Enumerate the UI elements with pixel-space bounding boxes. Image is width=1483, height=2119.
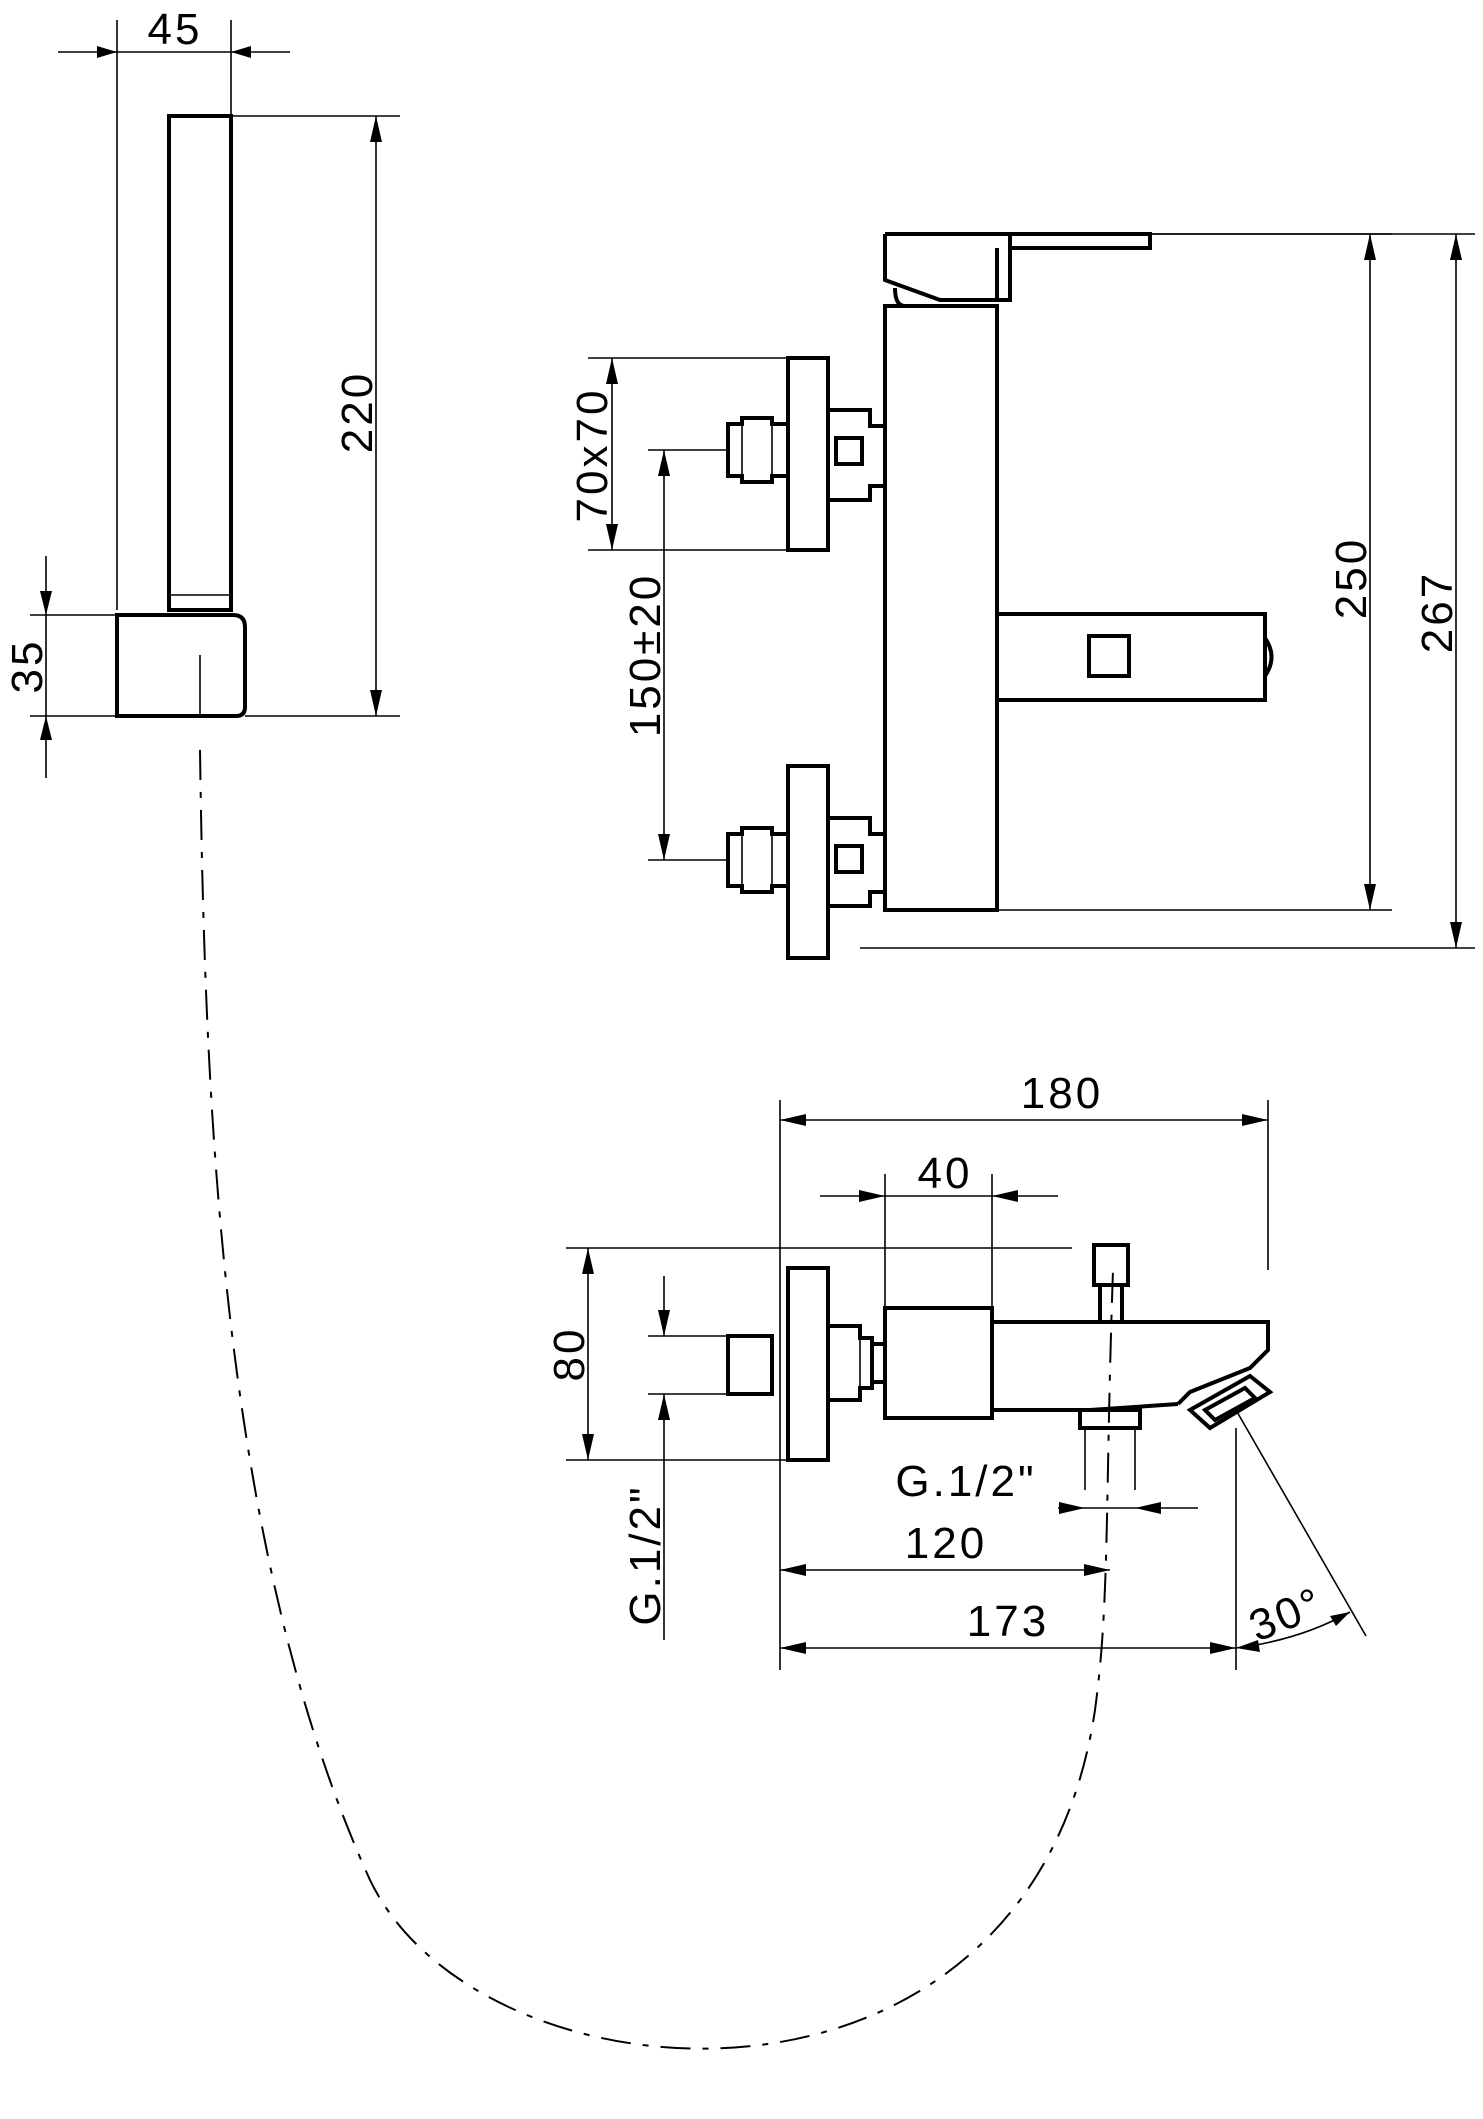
shower-hose: [199, 749, 1114, 2050]
side-spout-top: [992, 1320, 1270, 1406]
side-flange: [786, 1266, 830, 1462]
dim-front-height: 250: [997, 233, 1392, 911]
outlet-pipe: [1084, 1428, 1136, 1490]
side-body: [883, 1306, 994, 1420]
aerator-inner: [1201, 1385, 1259, 1423]
dim-front-total: 267: [860, 233, 1475, 949]
side-depth-label: 80: [545, 1327, 594, 1382]
dim-hs-width: 45: [58, 5, 290, 610]
dim-side-body: 40: [820, 1149, 1058, 1308]
hs-holder-label: 35: [3, 639, 52, 694]
front-view: [726, 232, 1274, 960]
lever-curve: [893, 287, 906, 308]
hand-shower-holder: [115, 613, 247, 718]
dim-flange: 70x70: [568, 357, 788, 551]
lever-base: [883, 234, 999, 302]
lower-flange: [786, 764, 830, 960]
angle-label: 30°: [1242, 1578, 1330, 1652]
diverter-stem: [1098, 1283, 1124, 1324]
dim-side-spout: 173 30°: [780, 1409, 1367, 1670]
dim-side-thread-inlet: G.1/2": [621, 1276, 728, 1640]
thread-inlet-label: G.1/2": [621, 1484, 670, 1625]
dim-spacing: 150±20: [621, 449, 728, 861]
diverter-square: [1087, 634, 1131, 678]
mixer-body: [883, 304, 999, 912]
front-total-label: 267: [1413, 571, 1462, 653]
aerator: [1186, 1373, 1274, 1431]
lever-top: [885, 232, 1152, 250]
side-body-label: 40: [918, 1149, 973, 1198]
dim-side-thread-outlet: G.1/2": [895, 1457, 1198, 1514]
upper-connector-square: [834, 436, 864, 466]
dim-side-depth: 80: [545, 1247, 1072, 1461]
outlet-nut: [1078, 1408, 1142, 1430]
side-inlet-nut: [726, 1334, 774, 1396]
spout-front: [995, 612, 1267, 702]
side-connector: [828, 1324, 874, 1402]
hand-shower-handle: [167, 114, 233, 612]
side-view: [726, 1243, 1274, 1490]
lower-inlet-nut: [726, 826, 790, 894]
spout-end: [1263, 636, 1274, 678]
spacing-label: 150±20: [621, 573, 670, 738]
hand-shower-view: [115, 114, 247, 718]
spout-label: 173: [967, 1597, 1049, 1646]
front-height-label: 250: [1327, 537, 1376, 619]
dim-side-outlet-pos: 120: [780, 1519, 1110, 1576]
upper-flange: [786, 356, 830, 552]
dim-side-length: 180: [779, 1069, 1269, 1670]
hs-height-label: 220: [333, 371, 382, 453]
outlet-pos-label: 120: [905, 1519, 987, 1568]
lever-edge: [997, 248, 1012, 302]
diverter-knob: [1092, 1243, 1130, 1287]
side-length-label: 180: [1021, 1069, 1103, 1118]
upper-inlet-nut: [726, 416, 790, 484]
dim-hs-height: 220: [231, 115, 400, 717]
thread-outlet-label: G.1/2": [895, 1457, 1036, 1506]
dim-hs-holder: 35: [3, 556, 117, 778]
flange-label: 70x70: [568, 388, 617, 523]
hs-width-label: 45: [148, 5, 203, 54]
lower-connector-square: [834, 844, 864, 874]
